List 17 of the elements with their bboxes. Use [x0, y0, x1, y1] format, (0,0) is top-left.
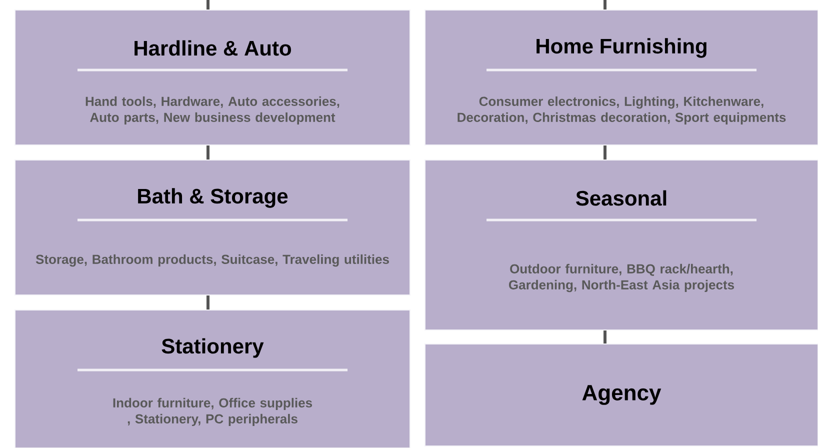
- description: Consumer electronics, Lighting, Kitchenware, Decoration, Christmas decoration, Sport equipments: [458, 96, 786, 125]
- description: Indoor furniture, Office supplies , Stationery, PC peripherals: [113, 398, 312, 426]
- heading: Hardline & Auto: [134, 40, 291, 56]
- heading: Agency: [582, 385, 662, 405]
- heading: Stationery: [162, 338, 264, 358]
- connector-line: [206, 146, 210, 160]
- connector-line: [206, 0, 210, 10]
- connector-line: [206, 296, 210, 310]
- heading: Bath & Storage: [138, 188, 288, 208]
- description: Outdoor furniture, BBQ rack/hearth, Gardening, North-East Asia projects: [509, 264, 734, 292]
- heading: Home Furnishing: [536, 38, 706, 58]
- heading: Seasonal: [576, 190, 666, 206]
- description: Storage, Bathroom products, Suitcase, Traveling utilities: [36, 254, 389, 267]
- connector-line: [604, 146, 606, 160]
- connector-line: [604, 330, 606, 344]
- description: Hand tools, Hardware, Auto accessories, Auto parts, New business development: [86, 96, 340, 125]
- connector-line: [604, 0, 606, 10]
